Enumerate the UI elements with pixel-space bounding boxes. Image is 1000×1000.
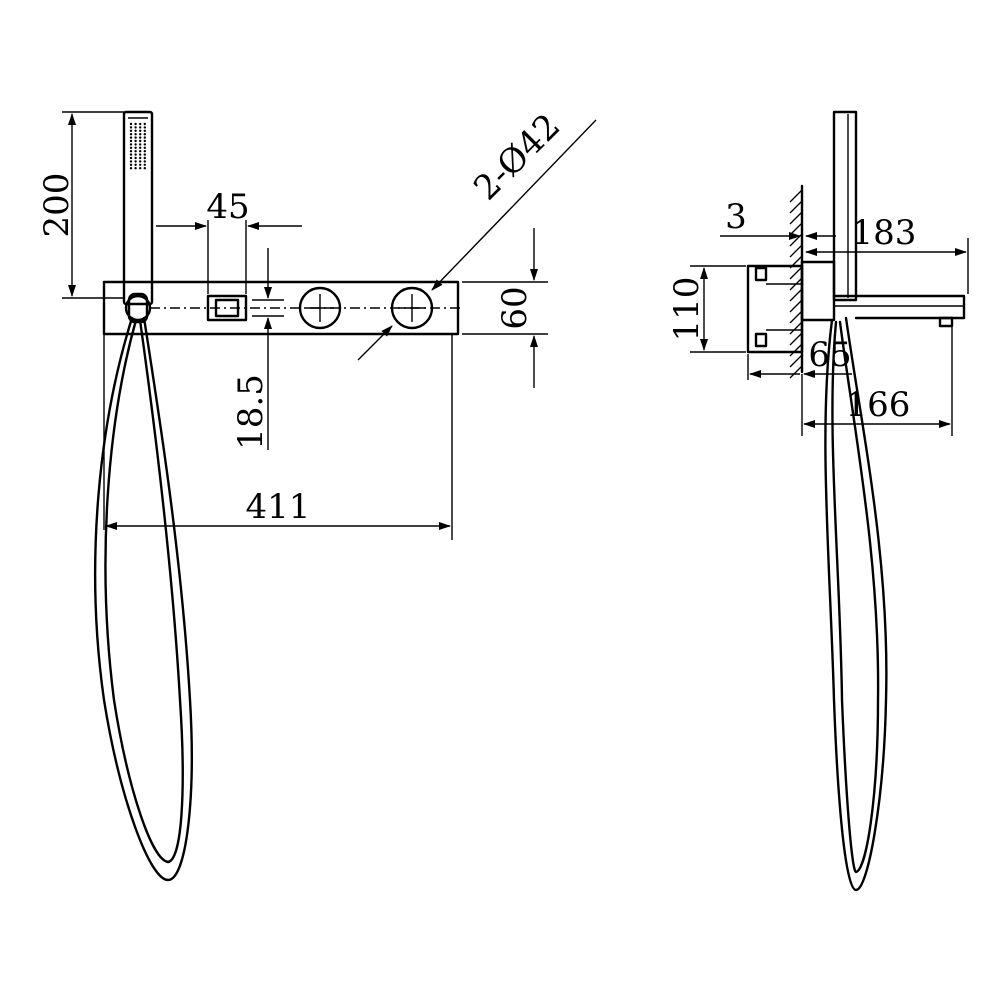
spray-nozzle-dot [143,139,146,143]
hose-side [824,316,888,892]
spray-nozzle-dot [143,156,146,160]
spray-nozzle-dot [143,136,146,139]
spray-nozzle-dot [129,143,133,146]
hatch-line [789,365,803,379]
front-view: 200 45 2-Ø42 60 18.5 411 [37,106,597,882]
spray-nozzle-dot [143,143,146,146]
hatch-line [789,244,803,258]
dim-spout-projection-label: 166 [846,385,911,425]
spray-nozzle-dot [139,160,142,163]
concealed-body [746,264,804,354]
handle-left [298,286,342,330]
dim-height-label: 200 [37,173,77,238]
hatch-line [789,321,803,335]
spray-nozzle-dot [139,146,142,149]
spray-nozzle-dot [139,136,142,139]
spray-nozzle-dot [129,163,133,166]
spray-nozzle-dot [143,153,146,156]
spray-nozzle-dot [134,160,137,163]
spray-nozzle-dot [143,150,146,153]
hose-connector-front [124,292,152,324]
spray-nozzle-dot [139,153,142,156]
spout-side [832,294,966,328]
spray-nozzle-dot [139,139,142,143]
spray-nozzle-dot [139,126,142,129]
hand-shower-front [122,110,154,306]
spray-nozzle-dot [134,133,137,136]
spray-nozzle-dots [129,122,146,170]
spray-nozzle-dot [143,129,146,132]
spray-nozzle-dot [129,136,133,139]
hose-front [93,316,193,882]
spray-nozzle-dot [134,129,137,132]
spray-nozzle-dot [129,156,133,160]
spray-nozzle-dot [139,163,142,166]
spray-nozzle-dot [134,163,137,166]
hatch-line [789,332,803,346]
spray-nozzle-dot [139,133,142,136]
side-view: 3 183 110 65 166 [667,110,969,892]
handle-right [390,286,434,330]
spray-nozzle-dot [134,122,137,126]
spray-nozzle-dot [129,153,133,156]
dim-width-label: 411 [246,487,311,527]
spray-nozzle-dot [129,167,133,170]
spray-nozzle-dot [134,146,137,149]
spray-nozzle-dot [139,129,142,132]
spray-nozzle-dot [129,133,133,136]
spray-nozzle-dot [134,156,137,160]
hatch-line [789,266,803,280]
dim-body-height-label: 110 [667,277,707,342]
spray-nozzle-dot [129,122,133,126]
wall-plate-side [800,260,836,322]
diverter-button [206,294,248,322]
hatch-line [789,343,803,357]
spray-nozzle-dot [143,133,146,136]
dim-hole-label: 2-Ø42 [466,106,568,208]
spray-nozzle-dot [134,153,137,156]
spray-nozzle-dot [143,126,146,129]
dim-plate-height-label: 60 [495,286,535,329]
spray-nozzle-dot [143,122,146,126]
dim-offset-label: 18.5 [231,374,271,450]
spray-nozzle-dot [134,167,137,170]
spray-nozzle-dot [134,136,137,139]
dim-spacing-label: 45 [206,187,249,227]
hand-shower-side [832,110,858,302]
spray-nozzle-dot [129,139,133,143]
spray-nozzle-dot [134,143,137,146]
hatch-line [789,189,803,203]
spray-nozzle-dot [134,150,137,153]
spray-nozzle-dot [129,160,133,163]
spray-nozzle-dot [139,156,142,160]
spray-nozzle-dot [129,129,133,132]
spray-nozzle-dot [139,167,142,170]
dim-body-depth-label: 65 [808,335,851,375]
spray-nozzle-dot [134,126,137,129]
hatch-line [789,354,803,368]
spray-nozzle-dot [143,163,146,166]
spray-nozzle-dot [139,150,142,153]
spray-nozzle-dot [129,146,133,149]
spray-nozzle-dot [129,126,133,129]
spray-nozzle-dot [143,146,146,149]
spray-nozzle-dot [143,160,146,163]
spray-nozzle-dot [129,150,133,153]
hatch-line [789,299,803,313]
dim-handshower-projection-label: 183 [852,213,917,253]
hatch-line [789,288,803,302]
hatch-line [789,211,803,225]
hatch-line [789,310,803,324]
spray-nozzle-dot [139,122,142,126]
dim-wall-gap-label: 3 [725,197,747,237]
spray-nozzle-dot [134,139,137,143]
spray-nozzle-dot [143,167,146,170]
hatch-line [789,222,803,236]
hatch-line [789,200,803,214]
spray-nozzle-dot [139,143,142,146]
